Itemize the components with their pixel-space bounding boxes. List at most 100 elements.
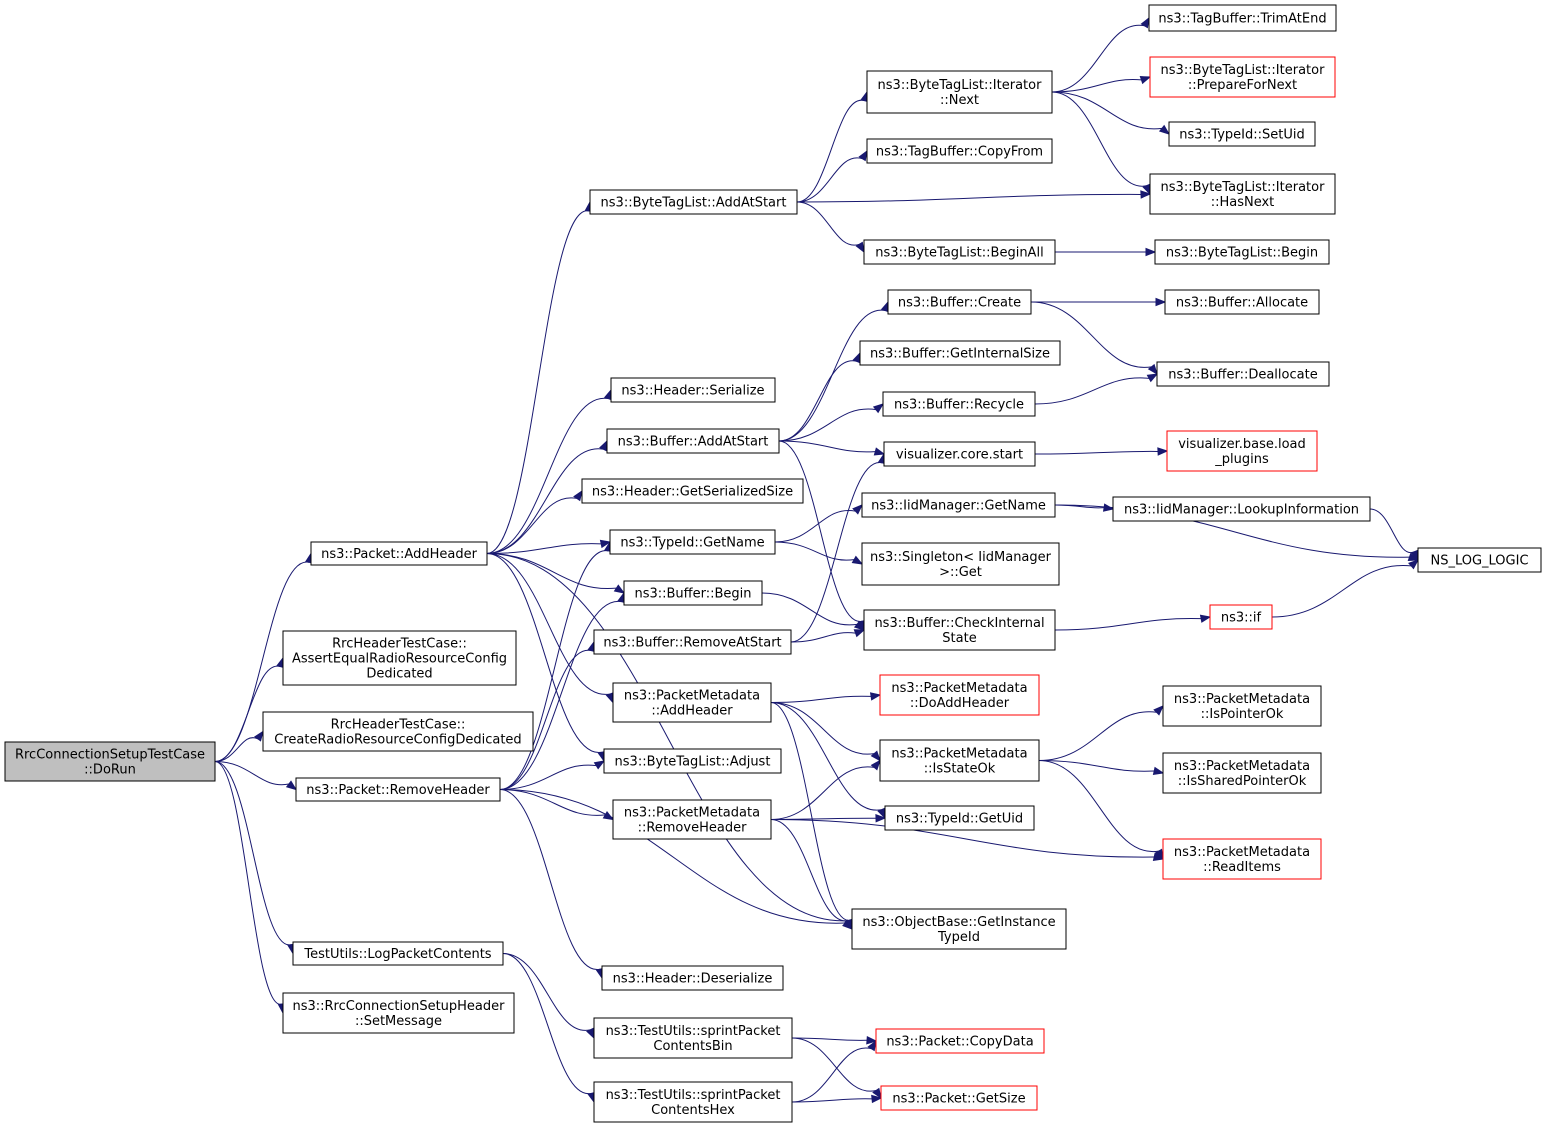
node-typeid-getuid[interactable]: ns3::TypeId::GetUid (884, 805, 1035, 831)
node-buf-recycle[interactable]: ns3::Buffer::Recycle (882, 391, 1036, 417)
node-log-packet[interactable]: TestUtils::LogPacketContents (292, 941, 504, 966)
edge-line (1054, 618, 1202, 631)
edge-line (770, 819, 850, 922)
node-pkt-addheader[interactable]: ns3::Packet::AddHeader (310, 541, 488, 566)
node-pm-removeheader[interactable]: ns3::PacketMetadata::RemoveHeader (612, 799, 772, 840)
edge-root-to-pkt_removeheader (214, 761, 298, 791)
node-label: CreateRadioResourceConfigDedicated (274, 733, 521, 748)
node-btli-hasnext[interactable]: ns3::ByteTagList::Iterator::HasNext (1149, 173, 1336, 215)
node-root[interactable]: RrcConnectionSetupTestCase::DoRun (4, 741, 216, 782)
edge-line (1051, 24, 1145, 93)
edge-line (486, 553, 849, 922)
node-buf-removeatstart[interactable]: ns3::Buffer::RemoveAtStart (593, 629, 792, 655)
node-btl-beginall[interactable]: ns3::ByteTagList::BeginAll (863, 239, 1056, 265)
node-hdr-getsersize[interactable]: ns3::Header::GetSerializedSize (581, 478, 804, 504)
node-tb-copyfrom[interactable]: ns3::TagBuffer::CopyFrom (866, 138, 1053, 164)
edge-line (486, 397, 609, 554)
node-typeid-setuid[interactable]: ns3::TypeId::SetUid (1168, 121, 1316, 147)
node-iid-lookup[interactable]: ns3::IidManager::LookupInformation (1112, 496, 1371, 522)
node-box (589, 189, 798, 215)
node-pkt-copydata[interactable]: ns3::Packet::CopyData (875, 1028, 1045, 1054)
node-buf-create[interactable]: ns3::Buffer::Create (887, 289, 1032, 315)
edge-line (502, 953, 592, 1094)
node-buf-deallocate[interactable]: ns3::Buffer::Deallocate (1156, 361, 1330, 387)
arrowhead-icon (1155, 297, 1167, 307)
node-label: State (942, 631, 976, 646)
arrowhead-icon (1157, 447, 1169, 456)
node-label: ns3::PacketMetadata (1174, 692, 1310, 707)
edge-line (499, 764, 597, 790)
node-create-rrc[interactable]: RrcHeaderTestCase::CreateRadioResourceCo… (262, 711, 534, 752)
node-vis-core-start[interactable]: visualizer.core.start (883, 441, 1036, 467)
arrowhead-icon (1140, 190, 1152, 199)
node-box (295, 777, 501, 802)
edge-line (499, 789, 600, 970)
node-btli-next[interactable]: ns3::ByteTagList::Iterator::Next (866, 70, 1053, 114)
edge-line (486, 543, 602, 554)
arrowhead-icon (852, 504, 864, 515)
node-box (1156, 361, 1330, 387)
node-btl-addatstart[interactable]: ns3::ByteTagList::AddAtStart (589, 189, 798, 215)
node-typeid-getname[interactable]: ns3::TypeId::GetName (609, 529, 776, 555)
node-singleton-get[interactable]: ns3::Singleton< IidManager>::Get (861, 542, 1060, 586)
node-pm-ispointerok[interactable]: ns3::PacketMetadata::IsPointerOk (1162, 685, 1322, 727)
node-box (1164, 289, 1320, 315)
edge-line (214, 761, 292, 946)
node-label: ns3::ByteTagList::AddAtStart (601, 196, 787, 211)
node-label: visualizer.base.load (1178, 437, 1306, 452)
edge-line (770, 702, 882, 811)
node-label: ::HasNext (1211, 195, 1275, 210)
node-ns-log-logic[interactable]: NS_LOG_LOGIC (1417, 547, 1542, 573)
node-pm-readitems[interactable]: ns3::PacketMetadata::ReadItems (1162, 838, 1322, 880)
edge-line (791, 1037, 877, 1092)
edge-line (1030, 301, 1152, 368)
edge-line (770, 695, 872, 703)
node-vis-base-load[interactable]: visualizer.base.load_plugins (1166, 430, 1318, 472)
node-pm-doaddheader[interactable]: ns3::PacketMetadata::DoAddHeader (879, 674, 1040, 716)
arrowhead-icon (855, 241, 865, 254)
node-label: ::IsSharedPointerOk (1178, 774, 1307, 789)
node-buf-getinternalsize[interactable]: ns3::Buffer::GetInternalSize (859, 340, 1061, 366)
node-buf-addatstart[interactable]: ns3::Buffer::AddAtStart (606, 428, 780, 454)
node-label: ::Next (940, 93, 979, 108)
node-pkt-removeheader[interactable]: ns3::Packet::RemoveHeader (295, 777, 501, 802)
node-setmessage[interactable]: ns3::RrcConnectionSetupHeader::SetMessag… (282, 992, 515, 1034)
node-tb-trimatend[interactable]: ns3::TagBuffer::TrimAtEnd (1148, 4, 1337, 32)
node-pm-isstateok[interactable]: ns3::PacketMetadata::IsStateOk (879, 739, 1040, 782)
edge-line (774, 510, 856, 543)
arrowhead-icon (872, 1087, 882, 1100)
node-pm-addheader[interactable]: ns3::PacketMetadata::AddHeader (612, 682, 772, 723)
node-pkt-getsize[interactable]: ns3::Packet::GetSize (880, 1085, 1038, 1111)
node-btli-preparefornext[interactable]: ns3::ByteTagList::Iterator::PrepareForNe… (1149, 56, 1336, 98)
edge-vis_core_start-to-vis_base_load (1034, 447, 1169, 456)
node-box (851, 908, 1067, 950)
node-label: ns3::ByteTagList::Adjust (615, 755, 771, 770)
edge-line (1038, 760, 1155, 772)
edge-pkt_removeheader-to-hdr_deserialize (499, 789, 604, 980)
node-buf-begin[interactable]: ns3::Buffer::Begin (623, 580, 763, 606)
node-label: ns3::TagBuffer::CopyFrom (876, 145, 1043, 160)
node-label: ns3::ByteTagList::Iterator (1161, 180, 1326, 195)
node-assert-equal[interactable]: RrcHeaderTestCase::AssertEqualRadioResou… (282, 630, 517, 686)
arrowhead-icon (1145, 247, 1157, 257)
edge-buf_checkinternal-to-ns3_if (1054, 614, 1212, 631)
node-btl-adjust[interactable]: ns3::ByteTagList::Adjust (603, 748, 782, 774)
node-label: ns3::TestUtils::sprintPacket (606, 1024, 781, 1039)
node-pm-issharedpointerok[interactable]: ns3::PacketMetadata::IsSharedPointerOk (1162, 752, 1322, 794)
node-buf-allocate[interactable]: ns3::Buffer::Allocate (1164, 289, 1320, 315)
node-box (884, 805, 1035, 831)
node-hdr-serialize[interactable]: ns3::Header::Serialize (610, 377, 776, 403)
arrowhead-icon (871, 1094, 883, 1104)
edge-pm_addheader-to-pm_isstateok (770, 702, 881, 762)
node-ns3-if[interactable]: ns3::if (1209, 604, 1273, 630)
node-box (610, 377, 776, 403)
edge-pm_isstateok-to-pm_issharedpointerok (1038, 760, 1165, 776)
node-hdr-deserialize[interactable]: ns3::Header::Deserialize (601, 965, 784, 991)
node-iid-getname[interactable]: ns3::IidManager::GetName (861, 492, 1056, 518)
edge-btl_beginall-to-btl_begin (1055, 247, 1157, 257)
node-btl-begin[interactable]: ns3::ByteTagList::Begin (1154, 239, 1330, 265)
